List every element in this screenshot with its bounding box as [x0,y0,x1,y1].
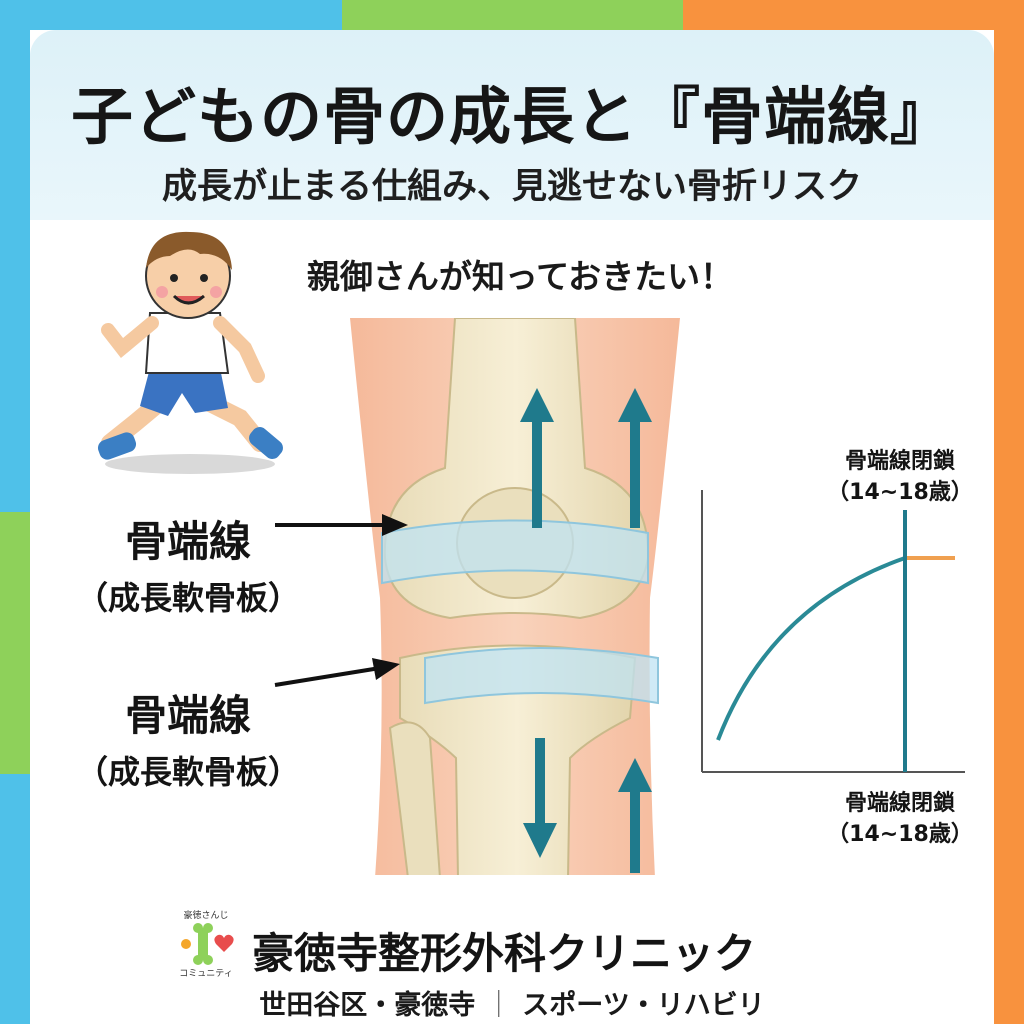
clinic-name: 豪徳寺整形外科クリニック [252,929,757,978]
header: 子どもの骨の成長と『骨端線』 成長が止まる仕組み、見逃せない骨折リスク [30,30,994,220]
logo-text-top: 豪徳さんじ [183,911,229,921]
frame-left-blue [0,0,30,512]
running-child-illustration [97,231,283,474]
poster-card: 子どもの骨の成長と『骨端線』 成長が止まる仕組み、見逃せない骨折リスク 親御さん… [30,30,994,1024]
frame-left-green [0,512,30,774]
tagline-divider: ｜ [485,990,513,1021]
page-title: 子どもの骨の成長と『骨端線』 [70,80,953,153]
frame-top-green [342,0,683,30]
clinic-tagline: 世田谷区・豪徳寺 ｜ スポーツ・リハビリ [30,983,994,1022]
upper-label-sub: （成長軟骨板） [75,579,300,617]
tagline-services: スポーツ・リハビリ [522,990,765,1021]
growth-curve-chart [701,490,965,773]
frame-left-blue-lower [0,774,30,1024]
chart-top-label-line2: （14~18歳） [827,480,973,505]
frame-right-orange [994,0,1024,1024]
bone-heart-icon [181,923,234,965]
lower-label-sub: （成長軟骨板） [75,753,300,791]
lower-growth-plate-label: 骨端線 （成長軟骨板） [68,682,308,793]
chart-bottom-label-line2: （14~18歳） [827,822,973,847]
frame-top-orange [683,0,1024,30]
chart-bottom-label-line1: 骨端線閉鎖 [844,791,955,816]
upper-growth-plate-label: 骨端線 （成長軟骨板） [68,508,308,619]
chart-top-label-line1: 骨端線閉鎖 [844,449,955,474]
label-pointer-arrows [274,514,408,687]
knee-bone-diagram [350,318,680,878]
footer: 豪徳さんじ コミュニティ 豪徳寺整形外科クリニック 世田谷区・豪徳寺 ｜ スポーツ・… [30,875,994,1024]
frame-top-blue [0,0,342,30]
lead-text: 親御さんが知っておきたい！ [306,257,734,296]
logo-text-bottom: コミュニティ [179,969,233,979]
upper-label-main: 骨端線 [124,517,251,566]
chart-top-label: 骨端線閉鎖 （14~18歳） [800,446,994,508]
page-subtitle: 成長が止まる仕組み、見逃せない骨折リスク [161,167,862,207]
chart-bottom-label: 骨端線閉鎖 （14~18歳） [800,788,994,850]
tagline-location: 世田谷区・豪徳寺 [259,990,476,1021]
community-logo: 豪徳さんじ コミュニティ [170,908,242,980]
lower-label-main: 骨端線 [124,691,251,740]
